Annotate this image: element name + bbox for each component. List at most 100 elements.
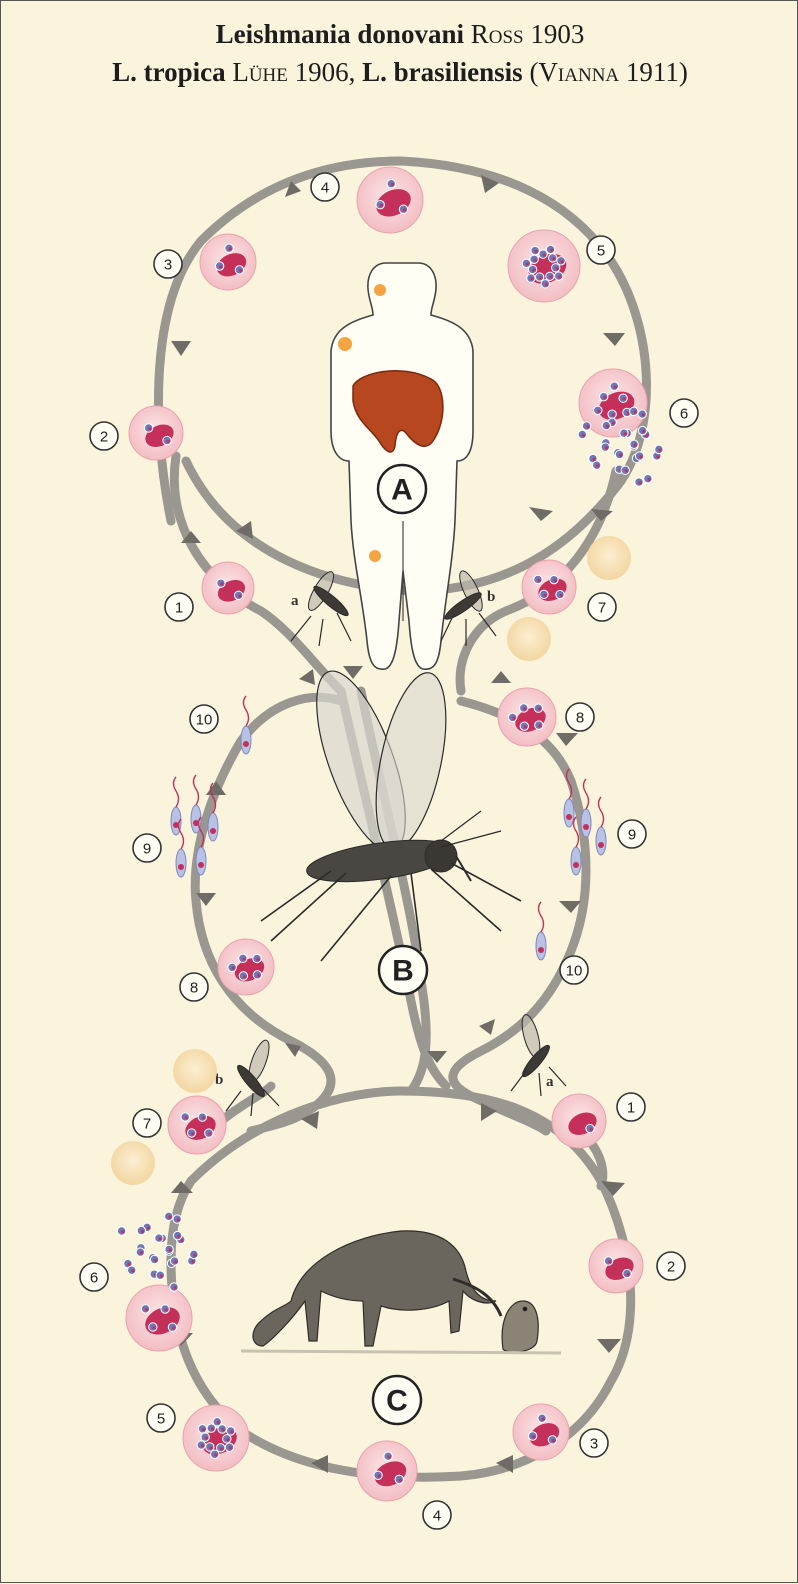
amastigote-nucleus xyxy=(593,458,596,461)
amastigote-nucleus xyxy=(174,1286,177,1289)
amastigote-nucleus xyxy=(538,707,541,710)
amastigote-nucleus xyxy=(226,1438,229,1441)
amastigote-nucleus xyxy=(531,277,534,280)
cell-c-3 xyxy=(513,1404,569,1460)
stage-c-5: 5 xyxy=(147,1404,175,1432)
svg-text:10: 10 xyxy=(196,712,213,729)
vector-label-a-bottom: a xyxy=(546,1074,554,1090)
flagellum xyxy=(174,777,179,807)
cell-c-1 xyxy=(552,1094,606,1148)
amastigote-nucleus xyxy=(642,413,645,416)
cell-c-6 xyxy=(126,1285,192,1351)
arrow-b-1 xyxy=(299,669,315,685)
amastigote-nucleus xyxy=(544,594,547,597)
amastigote-nucleus xyxy=(168,1216,171,1219)
amastigote-nucleus xyxy=(586,425,589,428)
cell-a-5 xyxy=(508,230,580,302)
svg-text:9: 9 xyxy=(628,827,636,844)
promastigote-body xyxy=(596,827,606,855)
amastigote-nucleus xyxy=(614,385,617,388)
amastigote-nucleus xyxy=(208,1132,211,1135)
amastigote-nucleus xyxy=(140,1251,143,1254)
stage-a-3: 3 xyxy=(154,250,182,278)
rodent-illustration xyxy=(502,1301,538,1352)
amastigote-nucleus xyxy=(185,1116,188,1119)
amastigote-nucleus xyxy=(523,707,526,710)
amastigote-nucleus xyxy=(535,250,538,253)
promastigote-nucleus xyxy=(598,842,604,848)
amastigote-nucleus xyxy=(582,434,585,437)
free-cell xyxy=(111,1141,155,1185)
amastigote-nucleus xyxy=(550,275,553,278)
amastigote-nucleus xyxy=(128,1263,131,1266)
cell-a-3 xyxy=(200,234,256,290)
cell-b-left-8 xyxy=(218,939,274,995)
flagellum xyxy=(244,696,249,726)
vector-label-b-top: b xyxy=(487,589,495,605)
svg-text:4: 4 xyxy=(321,180,329,197)
svg-text:3: 3 xyxy=(590,1436,598,1453)
amastigote-nucleus xyxy=(612,422,615,425)
amastigote-nucleus xyxy=(388,1455,391,1458)
stage-a-5: 5 xyxy=(587,236,615,264)
svg-text:6: 6 xyxy=(90,1270,98,1287)
amastigote-nucleus xyxy=(191,1132,194,1135)
amastigote-nucleus xyxy=(532,269,535,272)
promastigote-body xyxy=(581,809,591,837)
amastigote-nucleus xyxy=(165,1308,168,1311)
amastigote-nucleus xyxy=(121,1230,124,1233)
svg-text:B: B xyxy=(392,955,414,988)
amastigote-nucleus xyxy=(230,1430,233,1433)
ground-line xyxy=(241,1351,561,1353)
stage-b-right-8: 8 xyxy=(566,703,594,731)
amastigote-nucleus xyxy=(642,430,645,433)
svg-text:7: 7 xyxy=(143,1116,151,1133)
amastigote-nucleus xyxy=(239,269,242,272)
amastigote-nucleus xyxy=(656,455,659,458)
svg-text:6: 6 xyxy=(680,406,688,423)
promastigote-nucleus xyxy=(198,862,204,868)
amastigote-nucleus xyxy=(561,260,564,263)
amastigote-nucleus xyxy=(380,204,383,207)
promastigote-nucleus xyxy=(538,947,544,953)
cell-c-5 xyxy=(183,1405,249,1471)
amastigote-nucleus xyxy=(512,717,515,720)
amastigote-nucleus xyxy=(242,957,245,960)
cell-c-4 xyxy=(357,1441,417,1501)
amastigote-nucleus xyxy=(639,455,642,458)
amastigote-nucleus xyxy=(257,974,260,977)
free-cell xyxy=(587,536,631,580)
svg-text:C: C xyxy=(386,1385,408,1418)
promastigote-nucleus xyxy=(566,814,572,820)
promastigote-body xyxy=(176,849,186,877)
amastigote-nucleus xyxy=(159,1237,162,1240)
stage-a-2: 2 xyxy=(90,422,118,450)
promastigote-nucleus xyxy=(573,862,579,868)
amastigote-nucleus xyxy=(191,1260,194,1263)
burst-cluster-c-6 xyxy=(117,1212,198,1291)
amastigote-nucleus xyxy=(378,1474,381,1477)
amastigote-nucleus xyxy=(177,1235,180,1238)
arrow-b-5 xyxy=(491,671,511,683)
amastigote-nucleus xyxy=(538,579,541,582)
amastigote-nucleus xyxy=(538,724,541,727)
sandfly-small-b-bottom xyxy=(226,1038,279,1116)
amastigote-nucleus xyxy=(624,432,627,435)
amastigote-nucleus xyxy=(554,579,557,582)
amastigote-nucleus xyxy=(160,1274,163,1277)
amastigote-nucleus xyxy=(232,967,235,970)
amastigote-nucleus xyxy=(550,249,553,252)
amastigote-nucleus xyxy=(532,1435,535,1438)
amastigote-nucleus xyxy=(596,464,599,467)
promastigote-nucleus xyxy=(210,828,216,834)
amastigote-nucleus xyxy=(177,1218,180,1221)
amastigote-nucleus xyxy=(633,411,636,414)
dog-illustration xyxy=(253,1231,501,1346)
stage-c-6: 6 xyxy=(80,1263,108,1291)
stage-a-1: 1 xyxy=(165,593,193,621)
stage-c-2: 2 xyxy=(657,1252,685,1280)
promastigote-nucleus xyxy=(243,741,249,747)
stage-c-1: 1 xyxy=(617,1093,645,1121)
